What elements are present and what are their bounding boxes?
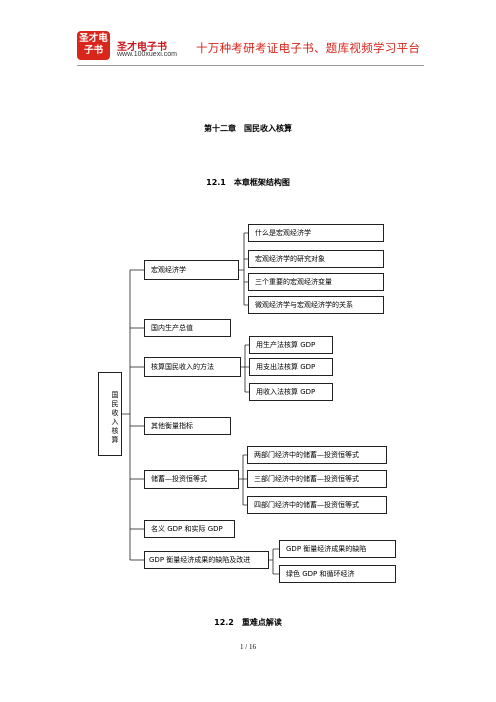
leaf-income-method: 用收入法核算 GDP [249, 383, 333, 401]
leaf-production-method: 用生产法核算 GDP [249, 336, 333, 354]
header-divider [77, 65, 424, 66]
section-title-2: 12.2 重难点解读 [214, 618, 282, 627]
leaf-gdp-defects: GDP 衡量经济成果的缺陷 [279, 540, 396, 558]
leaf-three-sector: 三部门经济中的储蓄—投资恒等式 [247, 470, 387, 488]
branch-nominal-real-gdp: 名义 GDP 和实际 GDP [144, 520, 235, 538]
brand-name: 圣才电子书 [117, 42, 167, 53]
brand-logo: 圣才电子书 [77, 31, 110, 60]
leaf-green-gdp: 绿色 GDP 和循环经济 [279, 565, 396, 583]
branch-accounting-methods: 核算国民收入的方法 [144, 357, 241, 377]
leaf-four-sector: 四部门经济中的储蓄—投资恒等式 [247, 496, 387, 514]
leaf-micro-macro-relation: 微观经济学与宏观经济学的关系 [248, 296, 384, 314]
section-title: 12.1 本章框架结构图 [206, 178, 290, 187]
leaf-what-is-macro: 什么是宏观经济学 [248, 224, 384, 242]
brand-url[interactable]: www.100xuexi.com [117, 51, 177, 58]
chapter-title: 第十二章 国民收入核算 [204, 124, 292, 133]
leaf-expenditure-method: 用支出法核算 GDP [249, 358, 333, 376]
leaf-three-variables: 三个重要的宏观经济变量 [248, 273, 384, 291]
branch-saving-investment: 储蓄—投资恒等式 [144, 470, 239, 489]
leaf-macro-research-object: 宏观经济学的研究对象 [248, 250, 384, 268]
branch-gdp-defects: GDP 衡量经济成果的缺陷及改进 [144, 551, 269, 569]
branch-gdp: 国内生产总值 [144, 319, 231, 337]
branch-macroeconomics: 宏观经济学 [144, 260, 239, 280]
header-slogan: 十万种考研考证电子书、题库视频学习平台 [196, 41, 421, 55]
leaf-two-sector: 两部门经济中的储蓄—投资恒等式 [247, 446, 387, 464]
page-number: 1 / 16 [240, 643, 256, 651]
branch-other-measures: 其他衡量指标 [144, 417, 231, 435]
diagram-root: 国民收入核算 [98, 372, 122, 456]
